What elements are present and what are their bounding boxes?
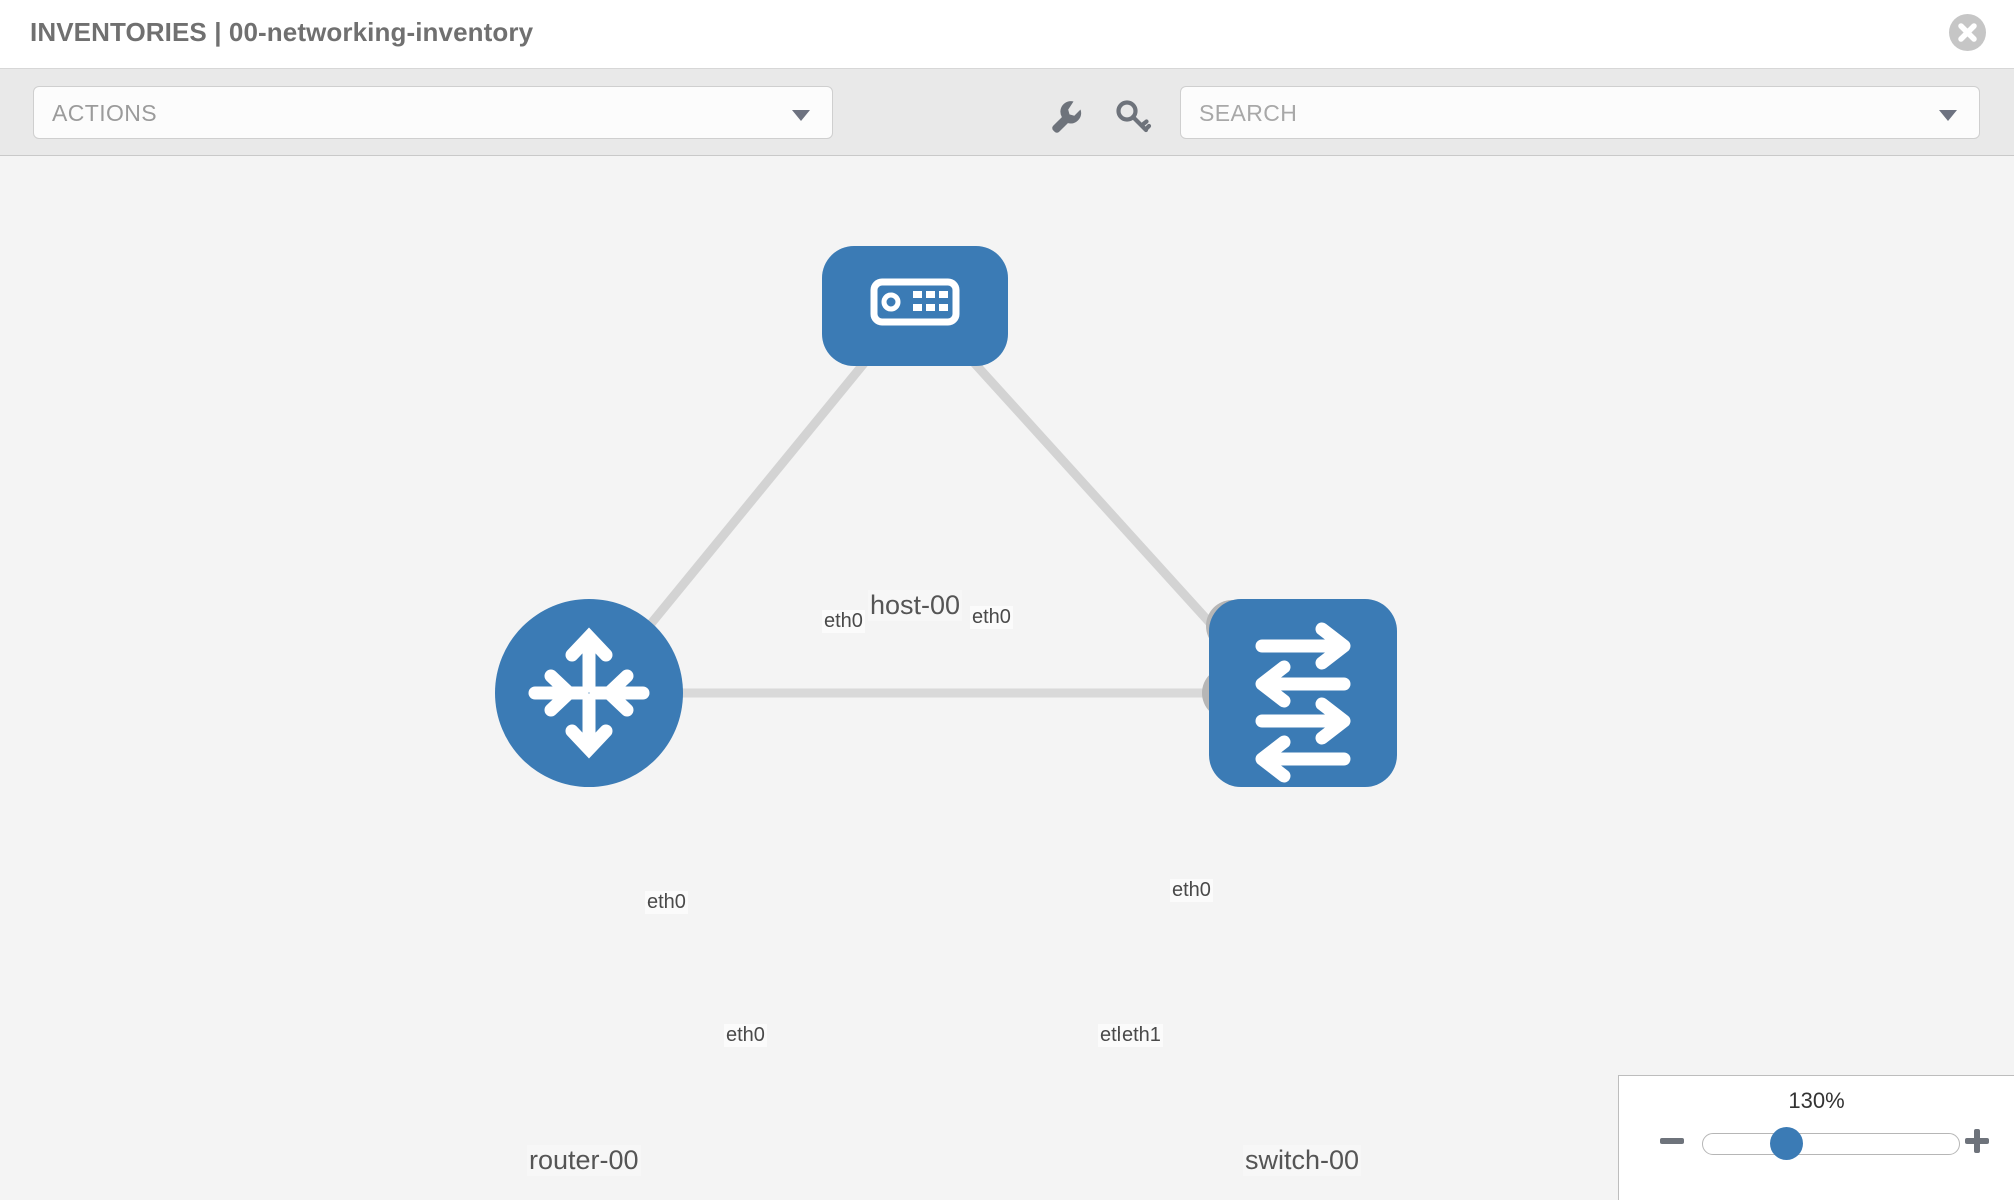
router-icon xyxy=(528,627,650,759)
page-title: INVENTORIES | 00-networking-inventory xyxy=(30,17,534,47)
iface-label-host00-eth0-right: eth0 xyxy=(970,606,1013,629)
page-header: INVENTORIES | 00-networking-inventory xyxy=(0,0,2014,69)
zoom-slider[interactable] xyxy=(1702,1133,1960,1155)
wrench-button[interactable] xyxy=(1045,95,1087,137)
zoom-in-button[interactable] xyxy=(1962,1126,1992,1156)
node-label-switch-00: switch-00 xyxy=(1243,1145,1362,1176)
iface-label-switch00-eth1: eth1 xyxy=(1120,1024,1163,1047)
iface-label-router00-eth0-up: eth0 xyxy=(645,891,688,914)
topology-graph xyxy=(495,246,1397,787)
zoom-level-value: 130% xyxy=(1788,1088,1845,1113)
chevron-down-icon[interactable] xyxy=(1939,110,1957,121)
zoom-control-panel: 130% xyxy=(1618,1075,2014,1200)
iface-label-host00-eth0-left: eth0 xyxy=(822,610,865,633)
close-icon xyxy=(1958,23,1977,42)
switch-icon xyxy=(1255,622,1351,783)
search-placeholder: SEARCH xyxy=(1199,100,1298,126)
close-button[interactable] xyxy=(1949,14,1986,51)
actions-dropdown[interactable]: ACTIONS xyxy=(33,86,833,139)
key-button[interactable] xyxy=(1112,95,1154,137)
zoom-out-button[interactable] xyxy=(1657,1126,1687,1156)
server-icon xyxy=(870,278,960,326)
plus-icon xyxy=(1965,1129,1989,1153)
actions-dropdown-label: ACTIONS xyxy=(52,100,158,126)
zoom-slider-handle[interactable] xyxy=(1770,1127,1803,1160)
topology-ports xyxy=(628,314,1258,719)
topology-canvas[interactable]: eth0 eth0 eth0 eth0 eth0 eth0 eth1 host-… xyxy=(0,156,2014,1200)
node-label-host-00: host-00 xyxy=(868,590,963,621)
link-host00-switch00[interactable] xyxy=(944,330,1244,660)
chevron-down-icon xyxy=(792,110,810,121)
key-icon xyxy=(1116,100,1152,133)
iface-label-switch00-eth0-up: eth0 xyxy=(1170,879,1213,902)
node-router-00[interactable] xyxy=(495,599,683,787)
node-host-00[interactable] xyxy=(822,246,1008,366)
node-label-router-00: router-00 xyxy=(527,1145,641,1176)
toolbar: ACTIONS SEARCH xyxy=(0,69,2014,156)
minus-icon xyxy=(1660,1138,1684,1144)
iface-label-router00-eth0: eth0 xyxy=(724,1024,767,1047)
topology-links xyxy=(596,330,1244,698)
search-input[interactable]: SEARCH xyxy=(1180,86,1980,139)
wrench-icon xyxy=(1052,101,1082,133)
node-switch-00[interactable] xyxy=(1209,599,1397,787)
